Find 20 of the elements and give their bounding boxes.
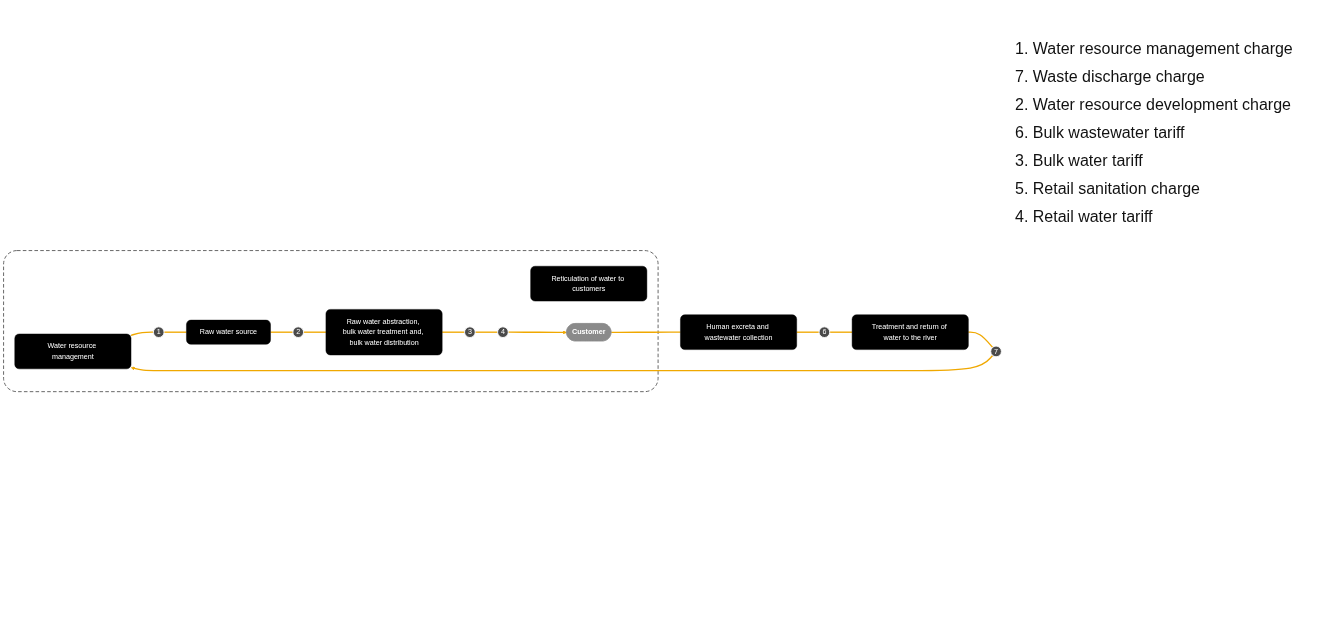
- charge-label: 2. Water resource development charge: [1015, 96, 1292, 114]
- arrow: [507, 330, 567, 335]
- connector: [441, 331, 466, 334]
- cluster: [3, 250, 659, 393]
- connector: [829, 331, 853, 334]
- connector: [610, 331, 682, 334]
- connector: [163, 331, 188, 334]
- charge-label: 5. Retail sanitation charge: [1015, 180, 1201, 198]
- charge-label: 3. Bulk water tariff: [1015, 152, 1144, 170]
- connector: [130, 331, 155, 337]
- charge-label: 7. Waste discharge charge: [1015, 68, 1206, 86]
- connector: [302, 331, 327, 334]
- connector: [796, 331, 820, 334]
- connector: [967, 331, 994, 349]
- arrow: [130, 355, 994, 372]
- connector: [474, 331, 499, 334]
- charge-label: 6. Bulk wastewater tariff: [1015, 124, 1186, 142]
- charge-label: 1. Water resource management charge: [1015, 40, 1294, 58]
- connector: [269, 331, 294, 334]
- charge-label: 4. Retail water tariff: [1015, 208, 1154, 226]
